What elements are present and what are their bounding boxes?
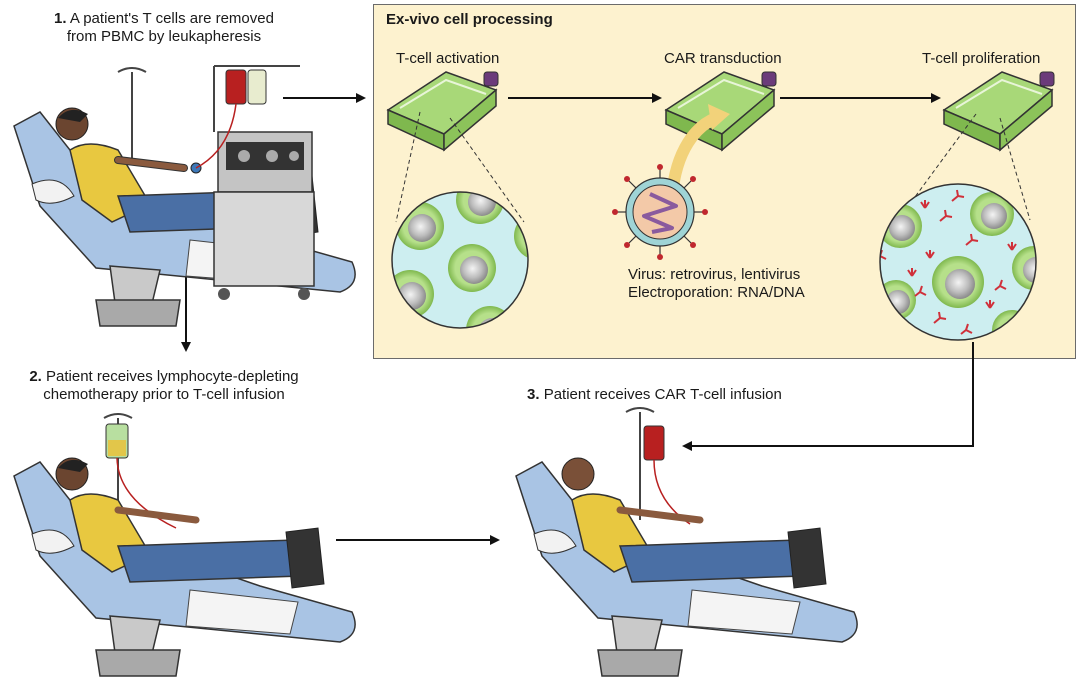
step1-line1: A patient's T cells are removed	[69, 10, 274, 27]
zoom-lines-activation	[395, 111, 525, 223]
patient-chemotherapy-scene	[13, 413, 356, 677]
step1-caption: 1. A patient's T cells are removed from …	[34, 10, 294, 46]
step2-number: 2.	[29, 368, 42, 385]
step2-line2: chemotherapy prior to T-cell infusion	[43, 386, 285, 403]
step3-line1: Patient receives CAR T-cell infusion	[543, 386, 782, 403]
virus-icon	[612, 164, 708, 260]
step2-line1: Patient receives lymphocyte-depleting	[46, 368, 299, 385]
stage-label-transduction: CAR transduction	[664, 50, 782, 67]
stage-label-proliferation: T-cell proliferation	[922, 50, 1041, 67]
step2-caption: 2. Patient receives lymphocyte-depleting…	[14, 368, 314, 404]
arrow-proliferation-to-infusion	[682, 342, 974, 451]
flask-activation	[386, 71, 499, 152]
zoom-lines-proliferation	[897, 113, 1031, 221]
step3-caption: 3. Patient receives CAR T-cell infusion	[527, 386, 782, 404]
panel-title: Ex-vivo cell processing	[386, 11, 553, 28]
patient-leukapheresis-scene	[13, 65, 356, 327]
zoom-circle-activated-cells	[391, 191, 529, 329]
step1-line2: from PBMC by leukapheresis	[66, 28, 262, 45]
virus-line: Virus: retrovirus, lentivirus	[628, 266, 801, 283]
step1-number: 1.	[54, 10, 67, 27]
electroporation-line: Electroporation: RNA/DNA	[628, 284, 805, 301]
stage-label-activation: T-cell activation	[396, 50, 500, 67]
step3-number: 3.	[527, 386, 540, 403]
flask-proliferation	[942, 71, 1055, 152]
virus-caption: Virus: retrovirus, lentivirus Electropor…	[628, 266, 805, 302]
patient-car-t-infusion-scene	[515, 407, 858, 677]
zoom-circle-proliferating-cells	[879, 183, 1037, 341]
